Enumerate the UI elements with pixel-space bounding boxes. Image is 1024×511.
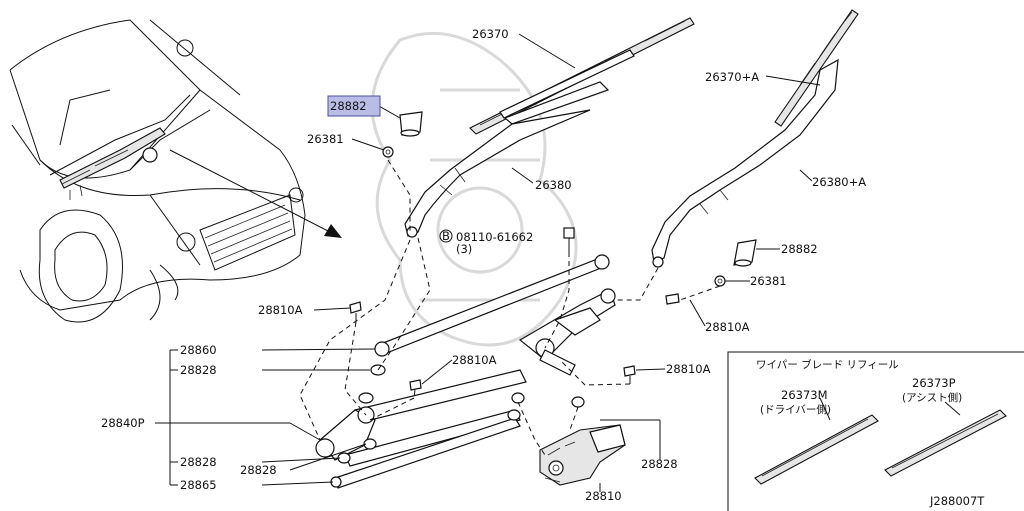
label-26370a[interactable]: 26370+A (705, 70, 759, 84)
nut-2 (714, 275, 726, 287)
label-28810a-right-lower[interactable]: 28810A (666, 362, 711, 376)
label-26373p-desc: (アシスト側) (902, 391, 962, 404)
inset-box (727, 351, 1024, 511)
nut-1 (382, 146, 394, 158)
label-bolt-qty: (3) (456, 242, 472, 256)
wiper-linkage-frame (315, 254, 616, 489)
direction-arrow (169, 149, 342, 238)
label-26373m-desc: (ドライバー側) (760, 403, 831, 416)
wiper-blade-driver (469, 17, 695, 135)
label-26380a[interactable]: 26380+A (812, 175, 866, 189)
pivot-cap-1 (399, 111, 423, 137)
inset-title: ワイパー ブレード リフィール (756, 358, 899, 371)
label-28865[interactable]: 28865 (180, 478, 217, 492)
label-26370[interactable]: 26370 (472, 27, 509, 41)
label-28828-mid[interactable]: 28828 (180, 455, 217, 469)
diagram-code: J288007T (929, 494, 985, 508)
label-26373m[interactable]: 26373M (781, 388, 828, 402)
dashed-alignment-lines (299, 159, 721, 456)
label-28860[interactable]: 28860 (180, 343, 217, 357)
label-28810a-left[interactable]: 28810A (258, 303, 303, 317)
wiper-motor (539, 424, 626, 486)
label-28828-top[interactable]: 28828 (180, 363, 217, 377)
pivot-cap-2 (733, 239, 757, 267)
refill-blade-driver (754, 414, 879, 485)
highlight-box (327, 95, 381, 117)
wiper-arm-assist (651, 58, 839, 268)
label-28882-right[interactable]: 28882 (781, 242, 818, 256)
bolt-28810a-3 (665, 293, 680, 305)
label-26373p[interactable]: 26373P (912, 376, 956, 390)
label-28840p[interactable]: 28840P (101, 416, 145, 430)
leader-lines (155, 33, 961, 492)
bolt-top (563, 227, 575, 252)
wiper-arm-driver (404, 81, 610, 238)
label-28882-highlighted[interactable]: 28882 (330, 99, 367, 113)
bolt-marker-circle (439, 229, 453, 243)
label-26381-right[interactable]: 26381 (750, 274, 787, 288)
bolt-28810a-4 (623, 365, 636, 384)
label-bolt-number[interactable]: 08110-61662 (456, 230, 533, 244)
label-28828-right[interactable]: 28828 (641, 457, 678, 471)
bolt-marker-letter: B (442, 229, 450, 243)
label-28810[interactable]: 28810 (585, 489, 622, 503)
label-26381-top[interactable]: 26381 (307, 132, 344, 146)
wiper-blade-assist (774, 9, 859, 127)
vehicle-illustration (9, 19, 306, 323)
label-28810a-right-upper[interactable]: 28810A (705, 320, 750, 334)
part-labels: 28882 26370 26381 26380 26370+A 26380+A … (101, 27, 985, 508)
label-26380[interactable]: 26380 (535, 178, 572, 192)
bolt-28810a-1 (349, 301, 362, 322)
refill-blade-assist (884, 409, 1007, 477)
label-28828-inner[interactable]: 28828 (240, 463, 277, 477)
label-28810a-center[interactable]: 28810A (452, 353, 497, 367)
